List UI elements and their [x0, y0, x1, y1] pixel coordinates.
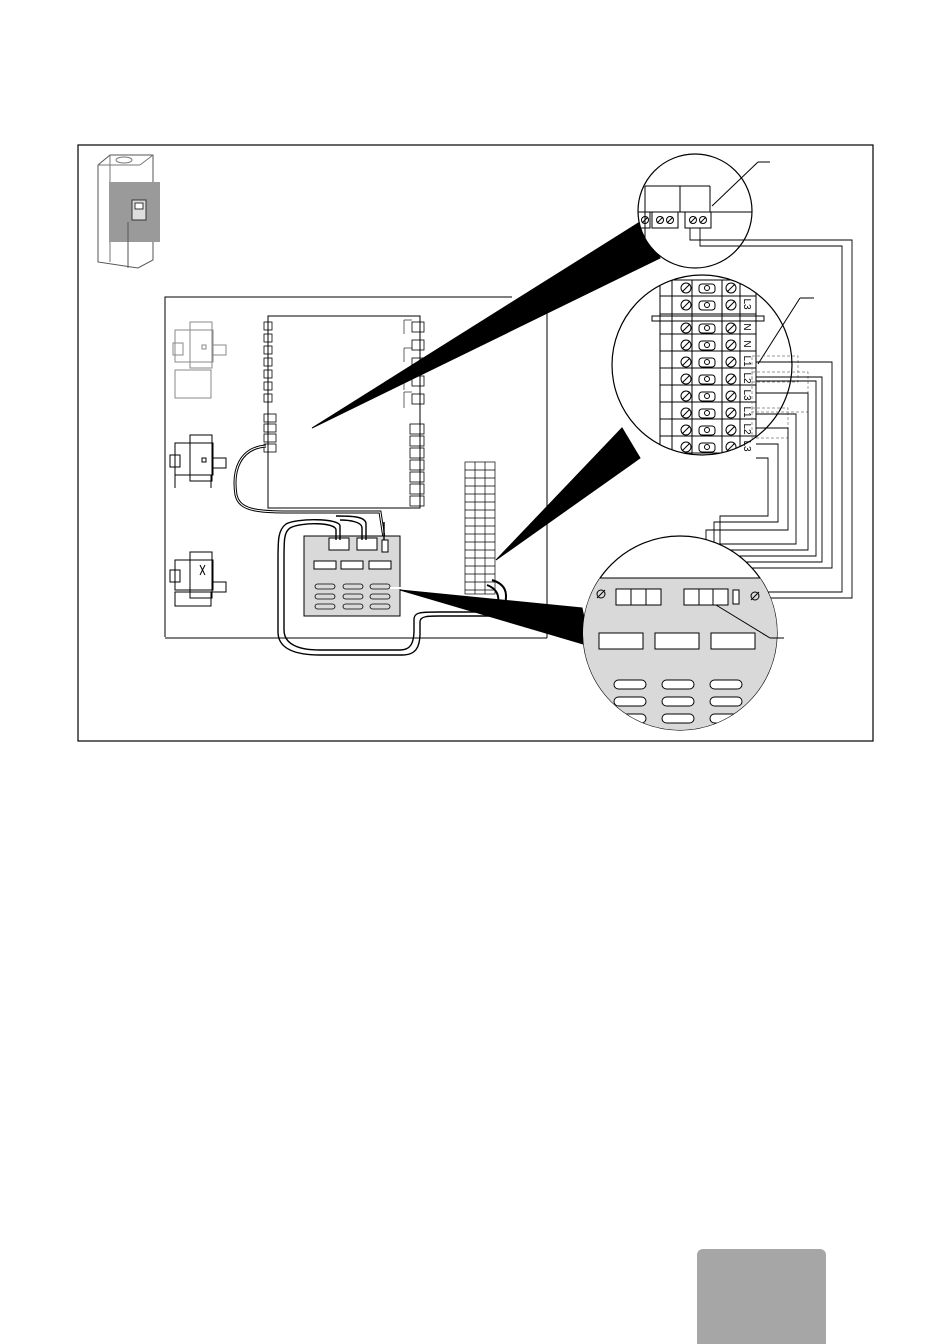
contactor-bottom: [170, 552, 226, 606]
terminal-label: N: [741, 340, 752, 347]
terminal-label: L3: [741, 298, 752, 310]
zoom-circle-terminal: L3 N N L1 L2 L3 L1 L2 L3: [612, 275, 814, 460]
appliance-thumbnail: [98, 155, 160, 268]
terminal-label: L2: [741, 372, 752, 384]
relay-board: [304, 536, 400, 616]
page-tab: [697, 1249, 826, 1344]
terminal-strip: [465, 462, 506, 610]
contactor-middle: [170, 435, 226, 488]
terminal-label: L1: [741, 406, 752, 418]
terminal-label: L3: [741, 389, 752, 401]
terminal-label: N: [741, 323, 752, 330]
zoom-wedge-terminal: [496, 428, 640, 560]
terminal-label: L1: [741, 355, 752, 367]
terminal-label: L2: [741, 423, 752, 435]
terminal-label: L3: [741, 440, 752, 452]
contactor-top: [173, 322, 226, 398]
zoom-wedge-fuse: [312, 222, 660, 428]
